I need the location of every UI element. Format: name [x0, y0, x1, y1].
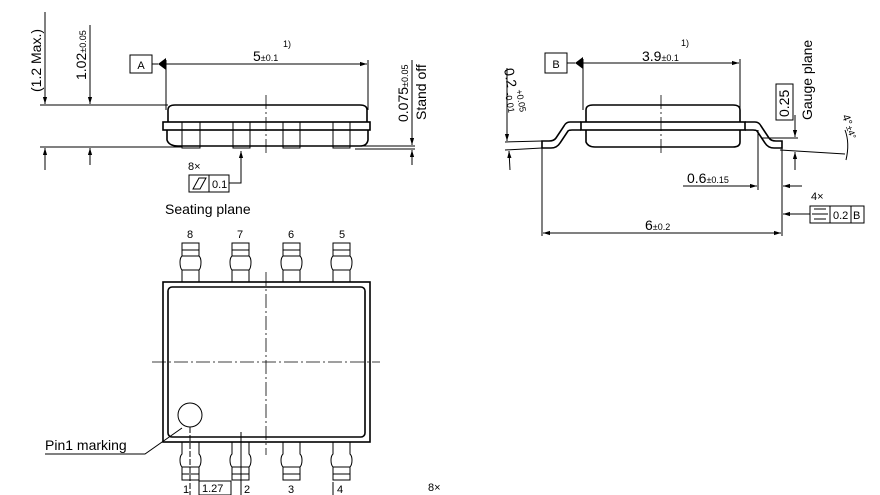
right-gull-wing-lead	[745, 121, 783, 149]
overall-width-value: 6±0.2	[645, 217, 670, 233]
foot-length-value: 0.6±0.15	[687, 170, 729, 186]
left-gull-wing-lead	[541, 121, 581, 149]
symmetry-value: 0.2	[833, 210, 848, 222]
pitch-value: 1.27	[202, 483, 223, 495]
pin-label: 6	[288, 229, 294, 241]
flatness-value: 0.1	[212, 179, 227, 191]
lead-count: 8×	[428, 482, 441, 494]
lead-count: 4×	[811, 191, 824, 203]
length-value: 5±0.1	[253, 48, 278, 64]
package-body	[167, 104, 368, 122]
pin-label: 2	[244, 484, 250, 495]
lead-thickness-tol-plus: +0.05	[514, 89, 528, 113]
pin1-leader	[45, 427, 183, 455]
flatness-icon	[192, 177, 207, 190]
symmetry-icon	[812, 208, 828, 220]
width-note: 1)	[681, 38, 689, 48]
angle-value: 4°±4°	[839, 113, 859, 141]
max-height-value: (1.2 Max.)	[28, 29, 44, 92]
package-body	[585, 104, 741, 122]
side-leads	[181, 121, 351, 149]
pin-label: 4	[337, 484, 343, 495]
bottom-leads	[179, 442, 353, 481]
gauge-value-box	[775, 83, 794, 121]
symmetry-datum: B	[853, 210, 860, 222]
pin-label: 7	[237, 229, 243, 241]
pitch-box	[198, 480, 232, 495]
top-view: 8 7 6 5 Pin1 marking 1 2 3 4 1.27	[45, 229, 441, 495]
body-height-value: 1.02±0.05	[73, 30, 89, 80]
side-view-b: B 3.9±0.1 1) 0.2 +0.05 -0.01 0.25 Gauge …	[501, 38, 865, 236]
datum-triangle-icon	[575, 57, 583, 69]
pin1-marking-label: Pin1 marking	[45, 437, 127, 453]
pin-label: 5	[339, 229, 345, 241]
gauge-plane-label: Gauge plane	[799, 40, 815, 120]
angle-arc	[844, 129, 849, 161]
pin-label: 8	[187, 229, 193, 241]
width-value: 3.9±0.1	[642, 48, 679, 64]
lead-thickness-tol-minus: -0.01	[503, 92, 516, 114]
standoff-label: Stand off	[413, 64, 429, 120]
pin-label: 3	[288, 484, 294, 495]
seating-plane-label: Seating plane	[165, 201, 251, 217]
standoff-value: 0.075±0.05	[395, 64, 411, 122]
gauge-value: 0.25	[776, 90, 792, 117]
length-note: 1)	[283, 39, 291, 49]
datum-triangle-icon	[158, 58, 166, 70]
pin1-marking-circle	[177, 402, 203, 428]
lead-count: 8×	[188, 161, 201, 173]
lead-thickness-value: 0.2	[501, 67, 520, 89]
top-leads	[179, 242, 353, 282]
side-view-a: A 5±0.1 1) (1.2 Max.) 1.02±0.05 0.075±0.…	[28, 12, 429, 217]
datum-b-label: B	[552, 59, 559, 71]
datum-a-label: A	[137, 60, 145, 72]
pin-label: 1	[183, 484, 189, 495]
